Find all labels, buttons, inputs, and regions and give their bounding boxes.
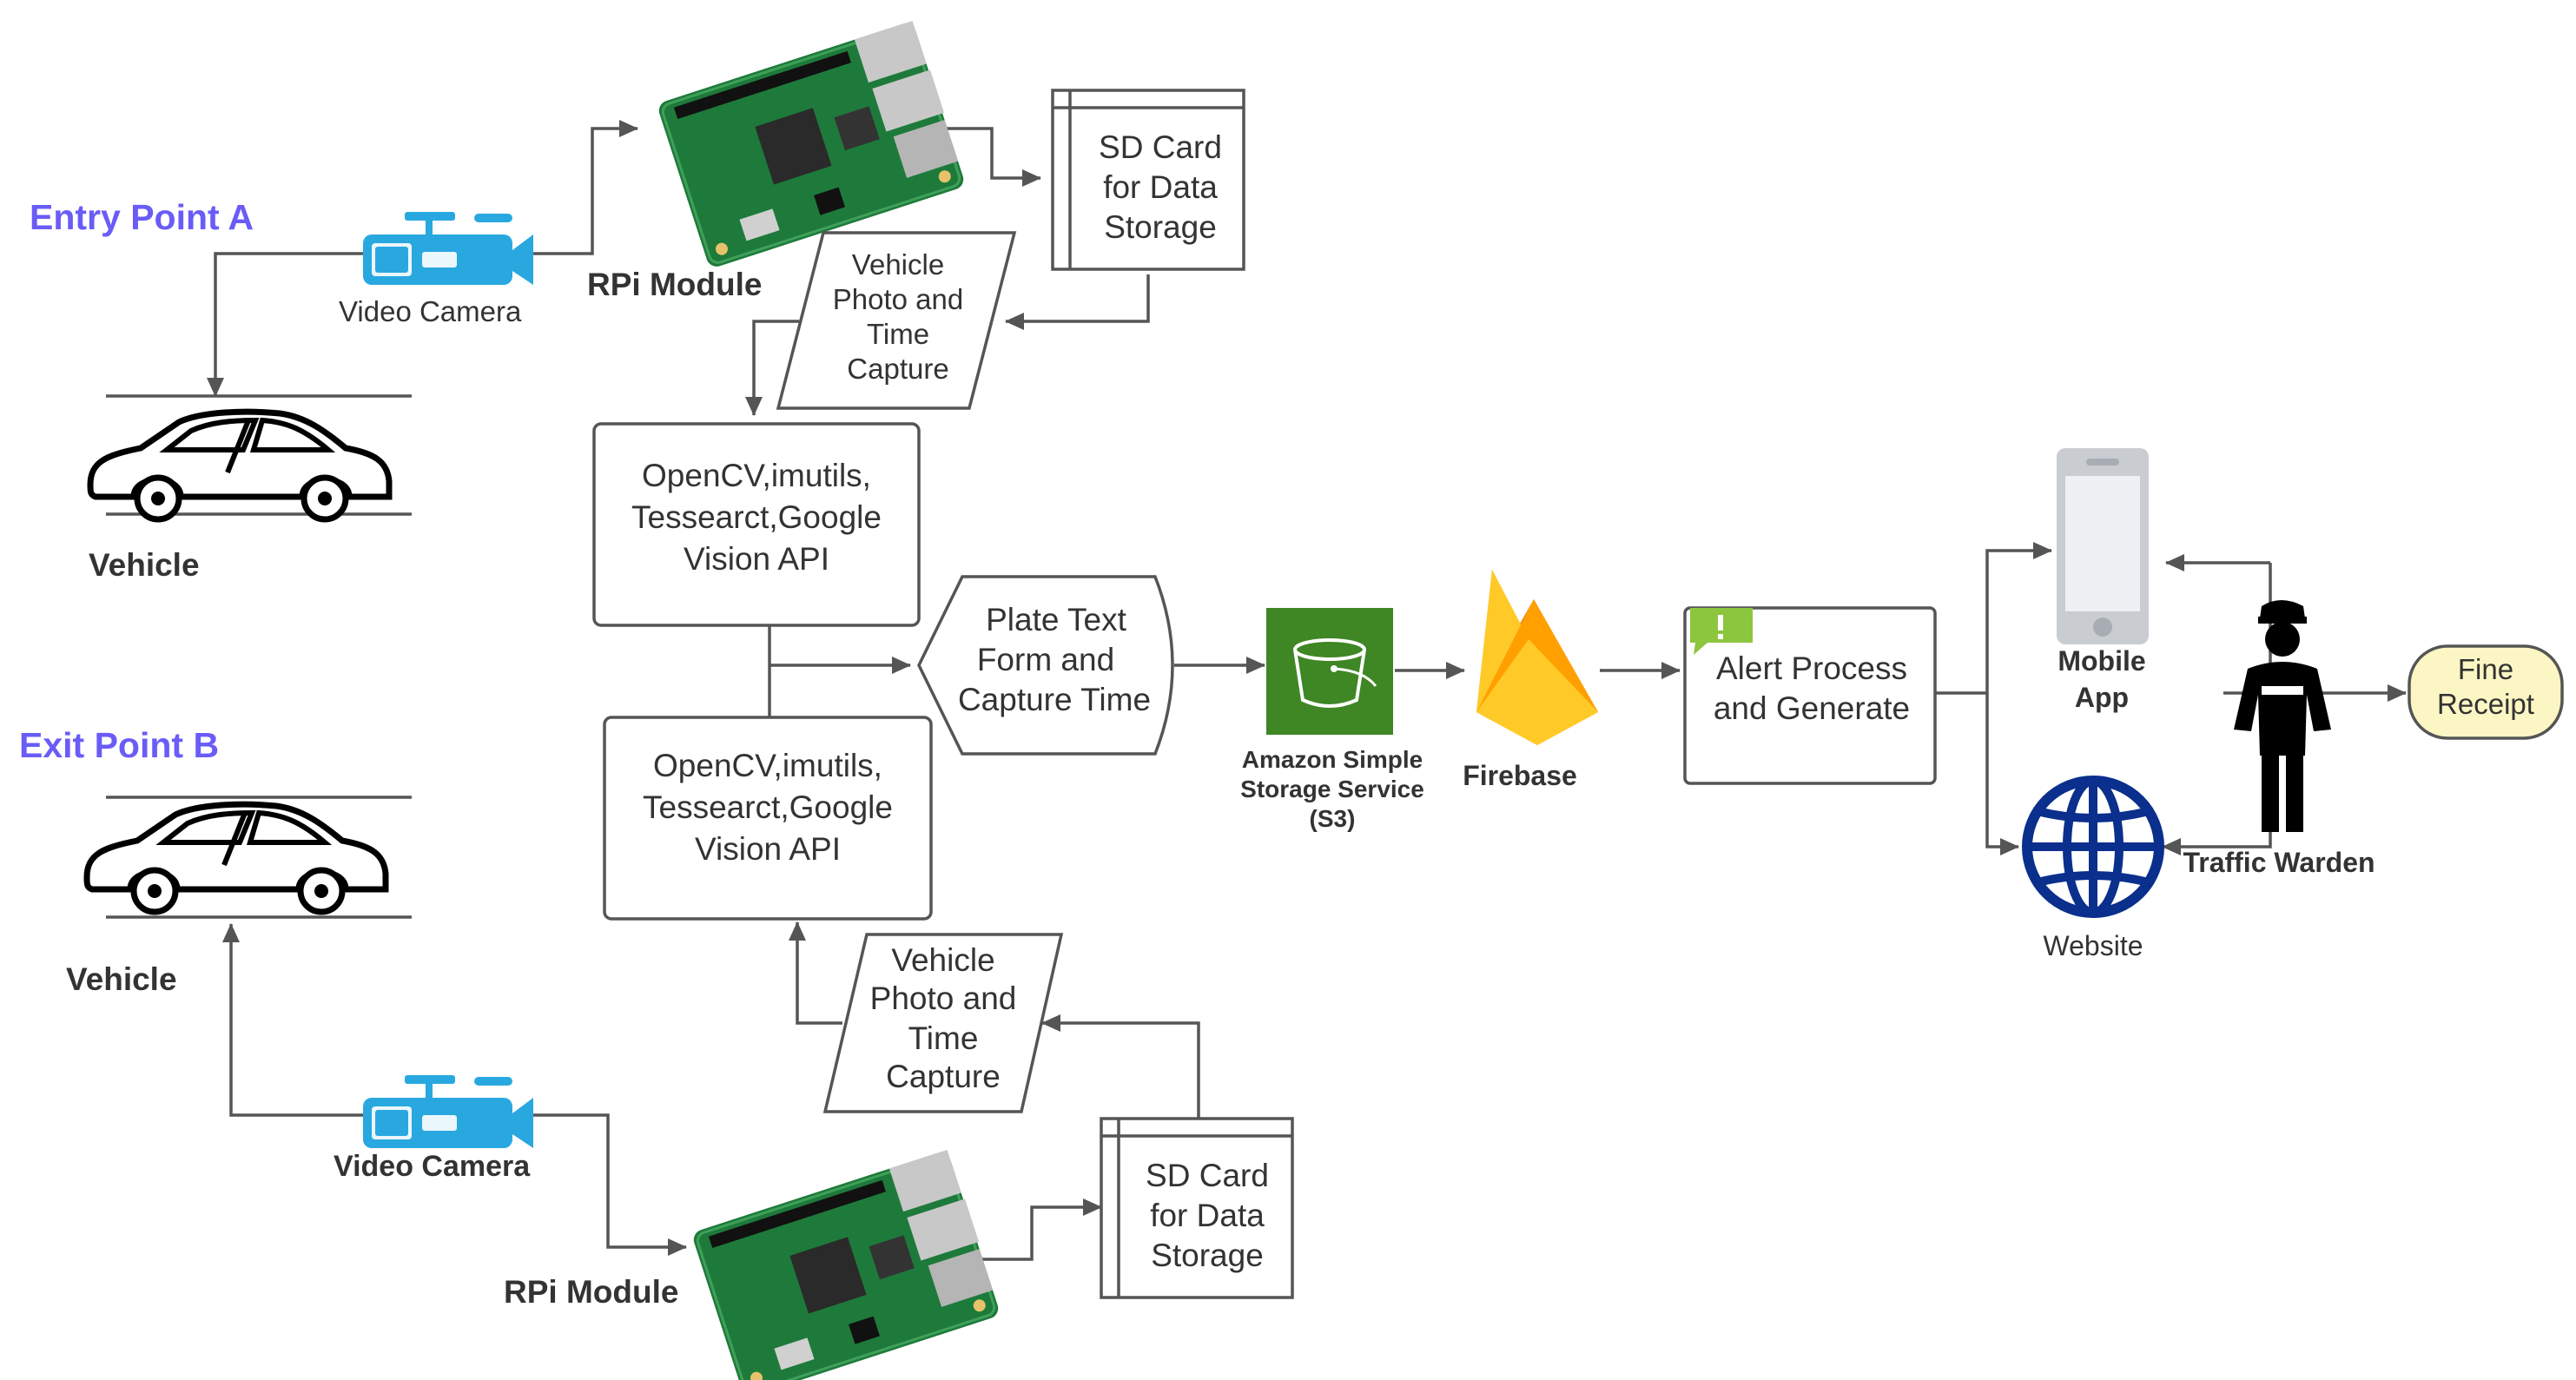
capture-box-bottom: Vehicle Photo and Time Capture: [822, 933, 1064, 1113]
ocr-bottom-line-1: OpenCV,imutils,: [653, 748, 882, 783]
s3-label-line-2: Storage Service: [1240, 776, 1424, 802]
car-icon: [87, 408, 393, 523]
raspberry-pi-board-icon: [693, 1149, 999, 1380]
ocr-box-top: OpenCV,imutils, Tessearct,Google Vision …: [592, 422, 921, 627]
alert-box: Alert Process and Generate: [1683, 606, 1937, 785]
mobile-app-label-line-2: App: [2075, 682, 2129, 713]
fine-receipt-line-1: Fine: [2458, 653, 2513, 685]
rpi-label-top: RPi Module: [587, 267, 762, 302]
connector-rpi-to-sd-bottom: [964, 1198, 1102, 1261]
sd-card-box-bottom: SD Card for Data Storage: [1100, 1117, 1294, 1299]
connectors: [207, 120, 2407, 1261]
capture-top-line-3: Time: [867, 318, 929, 350]
capture-top-line-4: Capture: [847, 353, 948, 385]
sd-card-top-line-3: Storage: [1104, 209, 1217, 245]
video-camera-label-top: Video Camera: [339, 295, 522, 327]
firebase-label: Firebase: [1463, 760, 1577, 791]
capture-bottom-line-3: Time: [908, 1020, 979, 1056]
traffic-warden-icon: [2234, 600, 2331, 832]
connector-rpi-to-sd-top: [934, 127, 1041, 187]
video-camera-icon: [363, 1075, 533, 1148]
plate-text-box: Plate Text Form and Capture Time: [917, 575, 1174, 756]
connector-sd-to-capture-top: [1005, 274, 1150, 330]
website-label: Website: [2043, 930, 2143, 961]
connector-camera-to-rpi-top: [525, 120, 638, 255]
firebase-flame-icon: [1476, 570, 1598, 745]
rpi-label-bottom: RPi Module: [504, 1274, 678, 1310]
capture-bottom-line-2: Photo and: [870, 981, 1017, 1016]
road-bottom: [106, 796, 412, 919]
alert-line-2: and Generate: [1714, 690, 1910, 726]
ocr-box-bottom: OpenCV,imutils, Tessearct,Google Vision …: [603, 716, 933, 921]
fine-receipt-box: Fine Receipt: [2408, 644, 2564, 740]
connector-capture-to-ocr-bottom: [789, 921, 842, 1025]
traffic-warden-label: Traffic Warden: [2183, 847, 2375, 878]
vehicle-label-top: Vehicle: [89, 547, 200, 583]
mobile-phone-icon: [2057, 448, 2149, 644]
capture-bottom-line-4: Capture: [886, 1059, 1001, 1094]
sd-card-bottom-line-2: for Data: [1150, 1198, 1265, 1233]
alert-line-1: Alert Process: [1716, 650, 1907, 686]
ocr-top-line-3: Vision API: [684, 541, 829, 577]
connector-camera-to-vehicle-bottom: [222, 923, 365, 1117]
entry-point-label: Entry Point A: [30, 197, 254, 237]
video-camera-icon: [363, 212, 533, 285]
car-icon: [83, 801, 389, 915]
fine-receipt-line-2: Receipt: [2437, 688, 2534, 720]
connector-sd-to-capture-bottom: [1041, 1014, 1200, 1119]
mobile-app-label-line-1: Mobile: [2057, 645, 2145, 677]
exit-point-label: Exit Point B: [19, 725, 219, 765]
ocr-top-line-2: Tessearct,Google: [631, 499, 882, 535]
capture-top-line-1: Vehicle: [852, 248, 944, 281]
sd-card-bottom-line-1: SD Card: [1146, 1158, 1269, 1193]
raspberry-pi-board-icon: [658, 20, 964, 267]
connector-camera-to-rpi-bottom: [528, 1113, 687, 1256]
capture-top-line-2: Photo and: [833, 283, 963, 315]
plate-text-line-3: Capture Time: [958, 682, 1151, 717]
s3-label-line-3: (S3): [1310, 805, 1356, 832]
connector-capture-to-ocr-top: [745, 320, 799, 416]
connector-warden-to-website: [2162, 563, 2272, 855]
globe-icon: [2022, 776, 2164, 918]
sd-card-box-top: SD Card for Data Storage: [1051, 89, 1245, 271]
plate-text-line-1: Plate Text: [986, 602, 1127, 637]
plate-text-line-2: Form and: [977, 642, 1114, 677]
s3-label-line-1: Amazon Simple: [1242, 746, 1423, 773]
aws-s3-bucket-icon: [1266, 608, 1393, 735]
vehicle-label-bottom: Vehicle: [66, 961, 177, 997]
connector-alert-to-mobile: [1985, 542, 2052, 693]
video-camera-label-bottom: Video Camera: [334, 1150, 531, 1183]
sd-card-bottom-line-3: Storage: [1151, 1238, 1264, 1273]
ocr-top-line-1: OpenCV,imutils,: [642, 458, 871, 493]
capture-box-top: Vehicle Photo and Time Capture: [776, 231, 1017, 410]
connector-alert-to-website: [1985, 693, 2019, 855]
alert-badge-icon: [1690, 608, 1753, 655]
sd-card-top-line-2: for Data: [1103, 169, 1218, 205]
connector-camera-to-vehicle-top: [207, 252, 365, 397]
ocr-bottom-line-2: Tessearct,Google: [643, 789, 893, 825]
capture-bottom-line-1: Vehicle: [891, 942, 994, 978]
ocr-bottom-line-3: Vision API: [695, 831, 841, 867]
sd-card-top-line-1: SD Card: [1099, 129, 1222, 165]
